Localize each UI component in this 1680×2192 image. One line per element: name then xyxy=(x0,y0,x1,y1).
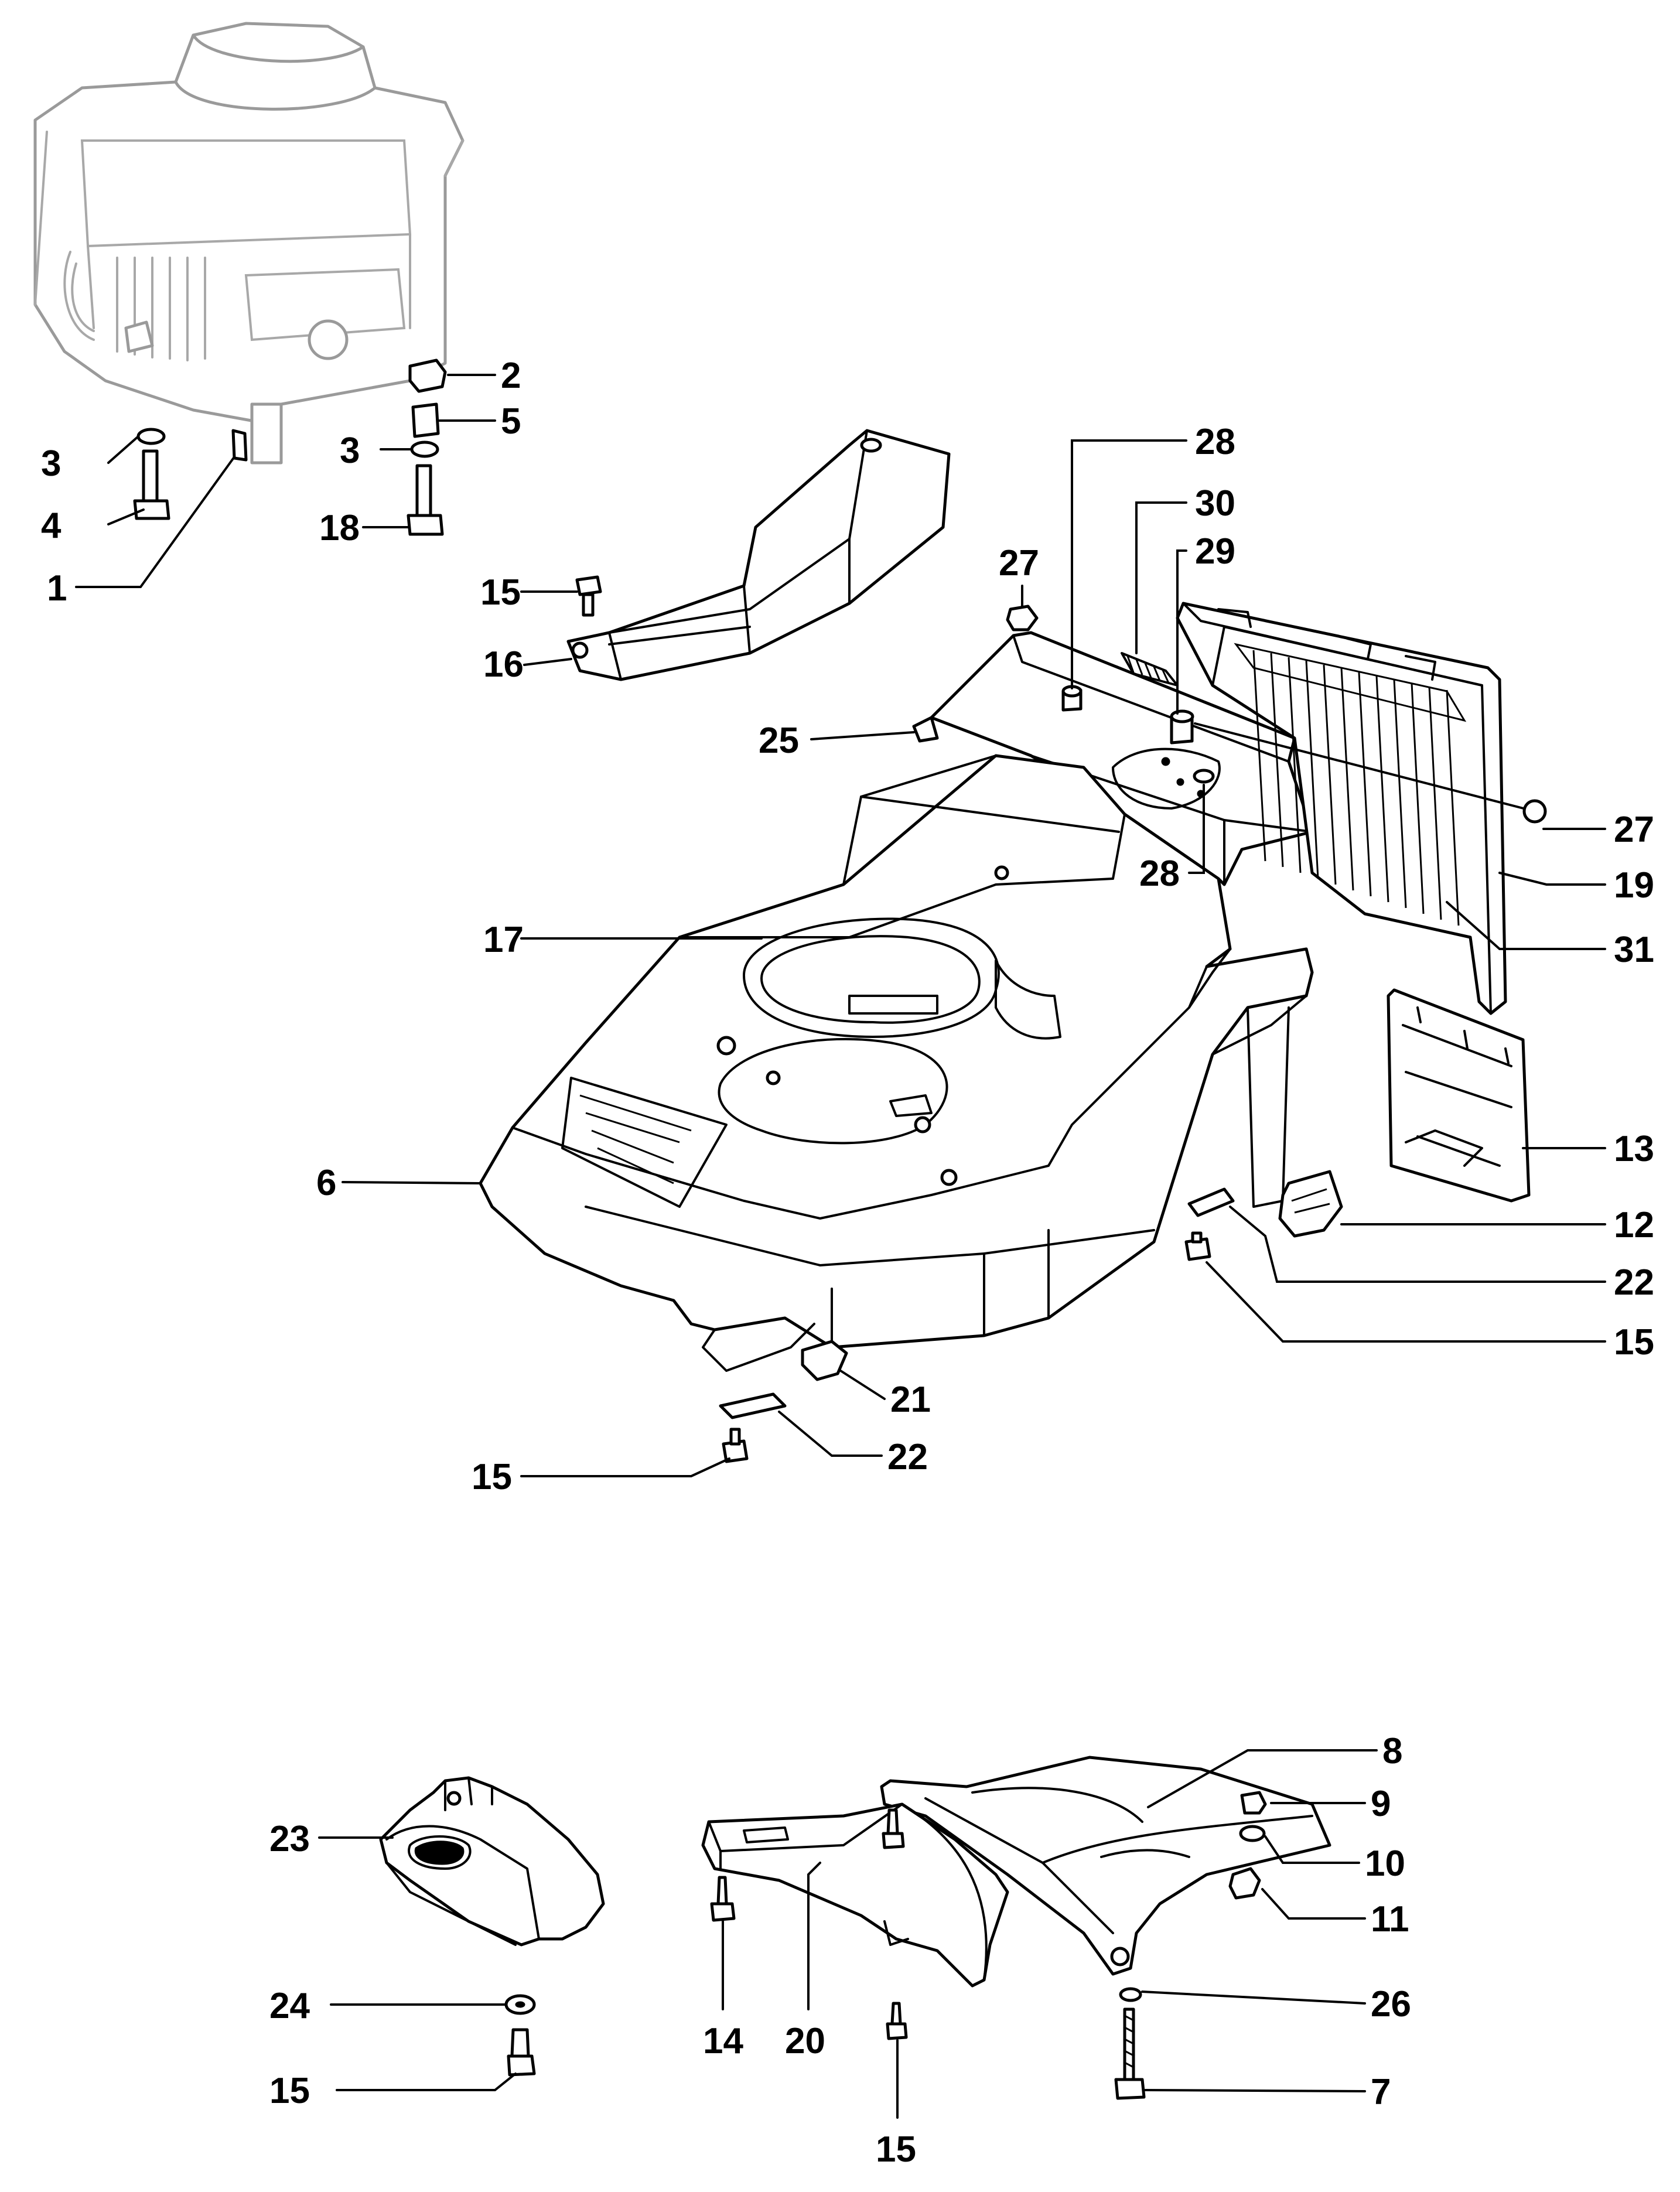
callout-1: 1 xyxy=(47,568,67,609)
callout-8: 8 xyxy=(1382,1731,1402,1771)
hardware-top-left xyxy=(133,358,447,536)
callout-15: 15 xyxy=(480,572,521,613)
callout-labels: 2 5 3 3 4 18 1 15 16 28 30 29 27 25 27 2… xyxy=(41,356,1654,2170)
callout-27: 27 xyxy=(1614,810,1654,850)
callout-9: 9 xyxy=(1371,1784,1391,1824)
callout-28: 28 xyxy=(1139,853,1180,894)
callout-28: 28 xyxy=(1195,422,1235,462)
callout-26: 26 xyxy=(1371,1984,1411,2024)
callout-13: 13 xyxy=(1614,1129,1654,1169)
hardware-bottom xyxy=(504,1791,1267,2100)
callout-10: 10 xyxy=(1365,1843,1405,1884)
part-8-cover xyxy=(880,1756,1331,1976)
callout-4: 4 xyxy=(41,506,62,546)
hardware-right-side xyxy=(1184,1170,1343,1261)
callout-3: 3 xyxy=(41,443,61,484)
callout-20: 20 xyxy=(785,2021,825,2061)
callout-11: 11 xyxy=(1371,1899,1409,1940)
callout-22: 22 xyxy=(1614,1262,1654,1303)
callout-15: 15 xyxy=(472,1457,512,1497)
callout-17: 17 xyxy=(483,920,524,960)
callout-2: 2 xyxy=(501,356,521,396)
callout-15: 15 xyxy=(269,2071,310,2111)
part-23-guard xyxy=(379,1776,605,1947)
callout-3: 3 xyxy=(340,431,360,471)
callout-19: 19 xyxy=(1614,865,1654,906)
callout-25: 25 xyxy=(759,721,799,761)
callout-7: 7 xyxy=(1371,2072,1391,2112)
callout-31: 31 xyxy=(1614,930,1654,970)
leader-lines xyxy=(75,374,1606,2119)
part-13-plate xyxy=(1387,988,1531,1203)
part-20-guard xyxy=(701,1802,1009,1988)
callout-15: 15 xyxy=(876,2129,916,2170)
hardware-front xyxy=(719,1340,848,1463)
part-16-bracket xyxy=(566,429,951,681)
callout-14: 14 xyxy=(703,2021,743,2061)
callout-21: 21 xyxy=(890,1380,931,1420)
callout-16: 16 xyxy=(483,644,524,685)
callout-6: 6 xyxy=(316,1163,336,1203)
callout-5: 5 xyxy=(501,401,521,442)
callout-27: 27 xyxy=(999,543,1039,583)
callout-15: 15 xyxy=(1614,1322,1654,1363)
callout-24: 24 xyxy=(269,1986,310,2026)
part-6-deck xyxy=(479,754,1314,1372)
part-31-rear-flap xyxy=(1176,602,1547,1015)
callout-12: 12 xyxy=(1614,1205,1654,1245)
callout-18: 18 xyxy=(319,508,360,548)
callout-22: 22 xyxy=(887,1437,928,1477)
callout-29: 29 xyxy=(1195,531,1235,572)
callout-30: 30 xyxy=(1195,483,1235,524)
callout-23: 23 xyxy=(269,1819,310,1859)
engine xyxy=(33,22,465,465)
